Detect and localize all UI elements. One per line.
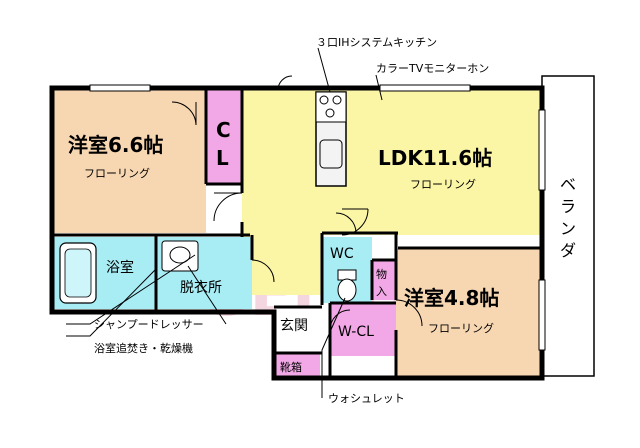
western-room-2-fill xyxy=(396,248,542,376)
shoebox-label: 靴箱 xyxy=(280,360,302,374)
western-room-1-fill xyxy=(52,90,206,233)
shampoo-dresser-unit xyxy=(161,240,199,272)
callout-ih-kitchen: ３口IHシステムキッチン xyxy=(316,36,437,49)
entrance-fill xyxy=(276,307,320,353)
windows xyxy=(89,84,546,351)
closet-label-l: L xyxy=(216,146,229,170)
shoebox-fill xyxy=(276,353,320,376)
balcony-label-4: ダ xyxy=(560,241,576,260)
storage-label-top: 物 xyxy=(376,267,387,281)
western-room-2-floor: フローリング xyxy=(428,321,494,335)
closet-label-c: C xyxy=(216,118,231,142)
bath-label: 浴室 xyxy=(106,259,134,276)
dressing-label: 脱衣所 xyxy=(180,280,222,296)
interior-walls xyxy=(52,88,542,378)
burner-3 xyxy=(325,108,335,118)
hall-fill xyxy=(242,235,322,295)
washbasin xyxy=(169,246,191,264)
callout-washlet: ウォシュレット xyxy=(328,392,405,405)
ldk-name: LDK11.6帖 xyxy=(378,146,492,170)
ldk-floor: フローリング xyxy=(410,177,476,191)
balcony-label-3: ン xyxy=(560,219,576,238)
wc-label: WC xyxy=(330,246,354,262)
callout-bath-reheat-dry: 浴室追焚き・乾燥機 xyxy=(94,341,193,355)
western-room-1-name: 洋室6.6帖 xyxy=(68,133,163,157)
door-swings xyxy=(171,75,423,331)
burner-1 xyxy=(319,95,329,105)
callout-lines xyxy=(66,47,383,398)
closet-fill xyxy=(206,90,242,184)
callout-shampoo-dresser: シャンプードレッサー xyxy=(94,318,204,331)
wcl-label: W-CL xyxy=(338,324,374,340)
entrance-label: 玄関 xyxy=(280,317,308,334)
ldk-fill xyxy=(242,90,542,235)
storage-fill xyxy=(372,260,396,300)
balcony-label-2: ラ xyxy=(560,197,576,216)
western-room-2-name: 洋室4.8帖 xyxy=(404,286,499,310)
ih-cooktop xyxy=(315,91,347,123)
toilet-bowl xyxy=(337,278,357,302)
balcony xyxy=(541,75,595,377)
western-room-1-floor: フローリング xyxy=(84,166,150,180)
storage-label-bottom: 入 xyxy=(376,285,387,298)
bathtub-inner xyxy=(64,248,92,298)
balcony-label-1: ベ xyxy=(560,175,576,194)
kitchen-sink xyxy=(319,139,343,169)
callout-tv-monitor-phone: カラーTVモニターホン xyxy=(376,62,489,75)
burner-2 xyxy=(332,95,342,105)
outer-wall xyxy=(49,85,545,381)
